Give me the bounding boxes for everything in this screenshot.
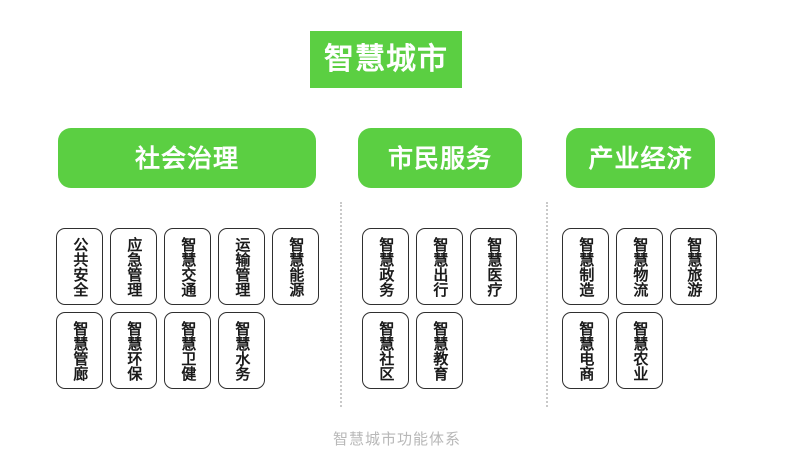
leaf-node[interactable]: 公共安全 <box>56 228 103 305</box>
leaf-node-label: 智慧环保 <box>125 320 144 381</box>
leaf-node[interactable]: 智慧旅游 <box>670 228 717 305</box>
leaf-node[interactable]: 智慧社区 <box>362 312 409 389</box>
leaf-node[interactable]: 智慧物流 <box>616 228 663 305</box>
leaf-node-label: 智慧出行 <box>431 236 450 297</box>
category-header-citizen-services: 市民服务 <box>358 128 522 188</box>
diagram-caption: 智慧城市功能体系 <box>332 430 461 448</box>
leaf-node[interactable]: 智慧制造 <box>562 228 609 305</box>
leaf-row: 智慧社区 智慧教育 <box>362 312 463 389</box>
leaf-node-label: 智慧物流 <box>631 236 650 297</box>
leaf-row: 智慧电商 智慧农业 <box>562 312 663 389</box>
leaf-node-label: 智慧水务 <box>233 320 252 381</box>
leaf-node-label: 智慧电商 <box>577 320 596 381</box>
leaf-node-label: 智慧医疗 <box>485 236 504 297</box>
leaf-node-label: 智慧教育 <box>431 320 450 381</box>
leaf-node-label: 智慧社区 <box>377 320 396 381</box>
leaf-node-label: 智慧农业 <box>631 320 650 381</box>
root-title-box: 智慧城市 <box>310 31 462 88</box>
leaf-node-label: 智慧制造 <box>577 236 596 297</box>
leaf-node-label: 智慧能源 <box>287 236 306 297</box>
leaf-node-label: 智慧旅游 <box>685 236 704 297</box>
category-header-label: 社会治理 <box>134 143 239 173</box>
category-header-industrial-economy: 产业经济 <box>566 128 715 188</box>
leaf-node[interactable]: 智慧政务 <box>362 228 409 305</box>
leaf-node-label: 智慧交通 <box>179 236 198 297</box>
leaf-row: 智慧政务 智慧出行 智慧医疗 <box>362 228 517 305</box>
leaf-node[interactable]: 智慧交通 <box>164 228 211 305</box>
leaf-node[interactable]: 智慧教育 <box>416 312 463 389</box>
leaf-row: 智慧制造 智慧物流 智慧旅游 <box>562 228 717 305</box>
column-divider <box>340 202 342 407</box>
leaf-node-label: 公共安全 <box>71 236 90 297</box>
root-title-label: 智慧城市 <box>324 41 448 77</box>
leaf-node[interactable]: 智慧出行 <box>416 228 463 305</box>
leaf-node-label: 运输管理 <box>233 236 252 297</box>
leaf-node[interactable]: 智慧农业 <box>616 312 663 389</box>
leaf-node-label: 智慧卫健 <box>179 320 198 381</box>
leaf-node[interactable]: 智慧环保 <box>110 312 157 389</box>
leaf-node[interactable]: 智慧水务 <box>218 312 265 389</box>
leaf-node[interactable]: 智慧管廊 <box>56 312 103 389</box>
category-header-social-governance: 社会治理 <box>58 128 316 188</box>
leaf-node[interactable]: 智慧医疗 <box>470 228 517 305</box>
leaf-node-label: 应急管理 <box>125 236 144 297</box>
leaf-node[interactable]: 运输管理 <box>218 228 265 305</box>
leaf-node[interactable]: 应急管理 <box>110 228 157 305</box>
leaf-node-label: 智慧政务 <box>377 236 396 297</box>
leaf-node[interactable]: 智慧能源 <box>272 228 319 305</box>
leaf-node[interactable]: 智慧卫健 <box>164 312 211 389</box>
leaf-node[interactable]: 智慧电商 <box>562 312 609 389</box>
column-divider <box>546 202 548 407</box>
leaf-row: 智慧管廊 智慧环保 智慧卫健 智慧水务 <box>56 312 265 389</box>
leaf-node-label: 智慧管廊 <box>71 320 90 381</box>
leaf-row: 公共安全 应急管理 智慧交通 运输管理 智慧能源 <box>56 228 319 305</box>
category-header-label: 产业经济 <box>588 143 693 173</box>
category-header-label: 市民服务 <box>387 143 492 173</box>
